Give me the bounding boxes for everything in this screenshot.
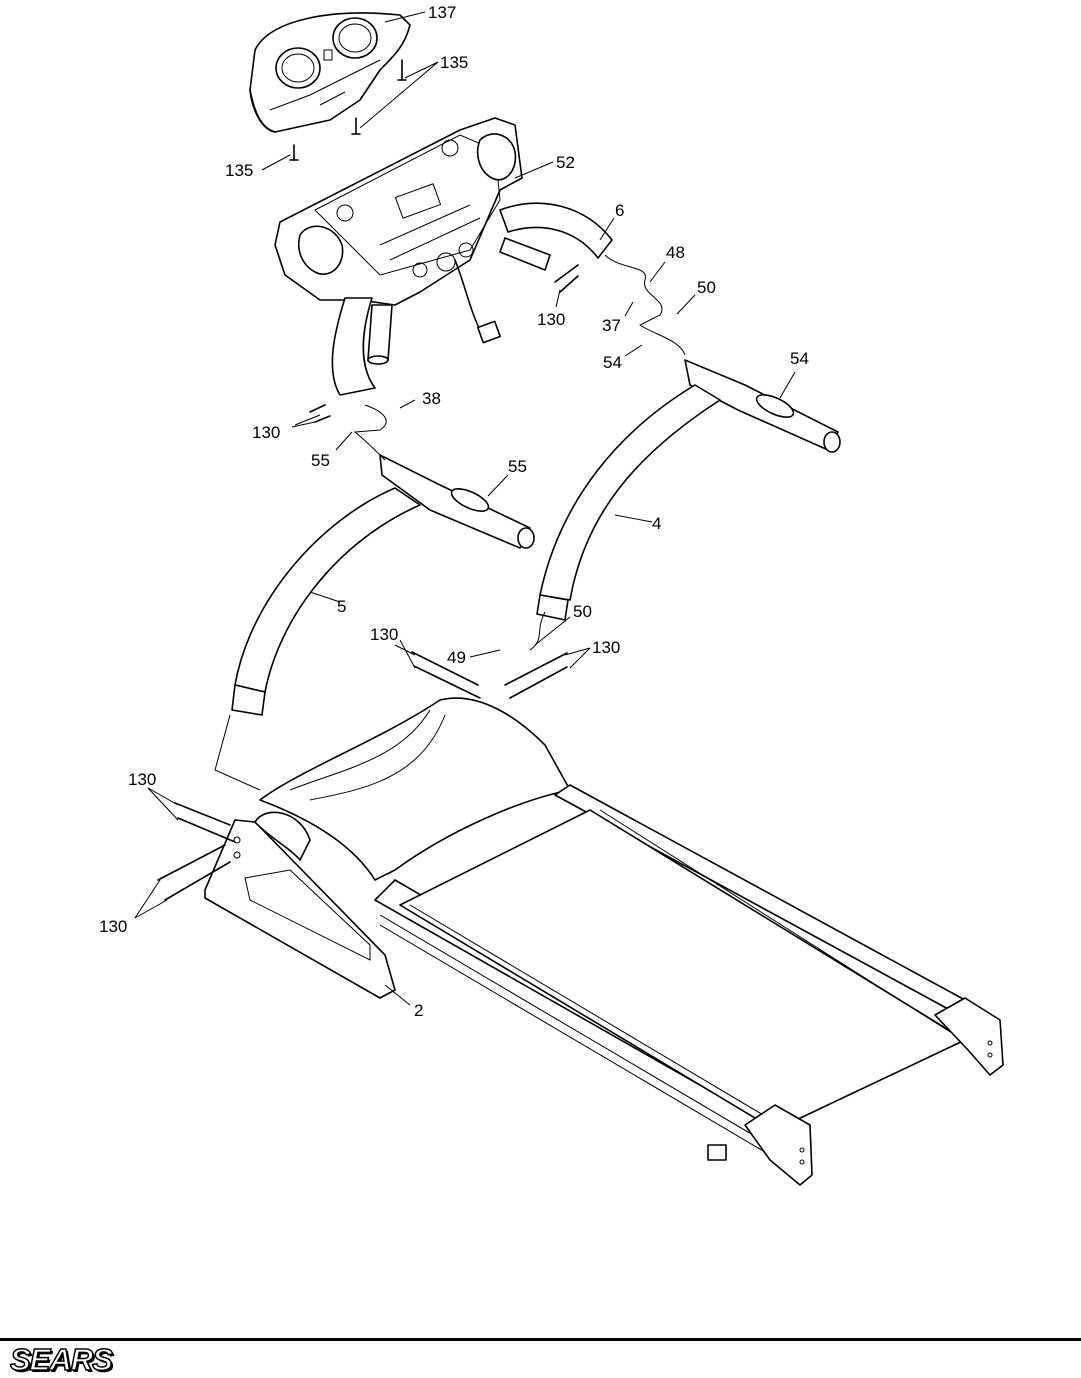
- callout-130-upper-right: 130: [537, 310, 565, 329]
- upright-part-5: [231, 487, 421, 716]
- callout-labels: 137 135 135 52 6 48 50 130 37 54 54 38 1…: [99, 3, 809, 1020]
- console-cover-part-137: [249, 12, 411, 133]
- screw-135-group: [289, 59, 407, 161]
- callout-130-middle-right: 130: [592, 638, 620, 657]
- callout-54-left: 54: [603, 353, 622, 372]
- callout-135-top: 135: [440, 53, 468, 72]
- callout-55-left: 55: [311, 451, 330, 470]
- right-upright-part-6: [499, 202, 613, 271]
- console-assembly-part-52: [274, 117, 523, 344]
- callout-37: 37: [602, 316, 621, 335]
- callout-5: 5: [337, 597, 346, 616]
- callout-130-upper-left: 130: [252, 423, 280, 442]
- callout-52: 52: [556, 153, 575, 172]
- callout-6: 6: [615, 201, 624, 220]
- right-handrail-part-54: [684, 359, 841, 453]
- callout-55-right: 55: [508, 457, 527, 476]
- left-upright-tube: [331, 297, 393, 396]
- callout-130-lower-upper: 130: [128, 770, 156, 789]
- callout-50-lower: 50: [573, 602, 592, 621]
- callout-137: 137: [428, 3, 456, 22]
- left-handrail-part-55: [379, 454, 535, 549]
- callout-48: 48: [666, 243, 685, 262]
- callout-130-lower-bottom: 130: [99, 917, 127, 936]
- upright-part-4: [536, 384, 721, 621]
- callout-50-upper: 50: [697, 278, 716, 297]
- motor-hood: [259, 697, 571, 881]
- footer-rule: [0, 1338, 1081, 1341]
- callout-49: 49: [447, 648, 466, 667]
- callout-38: 38: [422, 389, 441, 408]
- bolt-130-group: [157, 264, 579, 901]
- callout-2: 2: [414, 1001, 423, 1020]
- leader-lines: [134, 11, 796, 1006]
- callout-130-middle-left: 130: [370, 625, 398, 644]
- base-frame-part-2: [204, 811, 396, 999]
- callout-54-right: 54: [790, 349, 809, 368]
- sears-logo: SEARS: [9, 1341, 113, 1378]
- callout-135-left: 135: [225, 161, 253, 180]
- callout-4: 4: [652, 514, 661, 533]
- treadmill-deck: [374, 784, 1004, 1186]
- wire-harness: [214, 254, 686, 791]
